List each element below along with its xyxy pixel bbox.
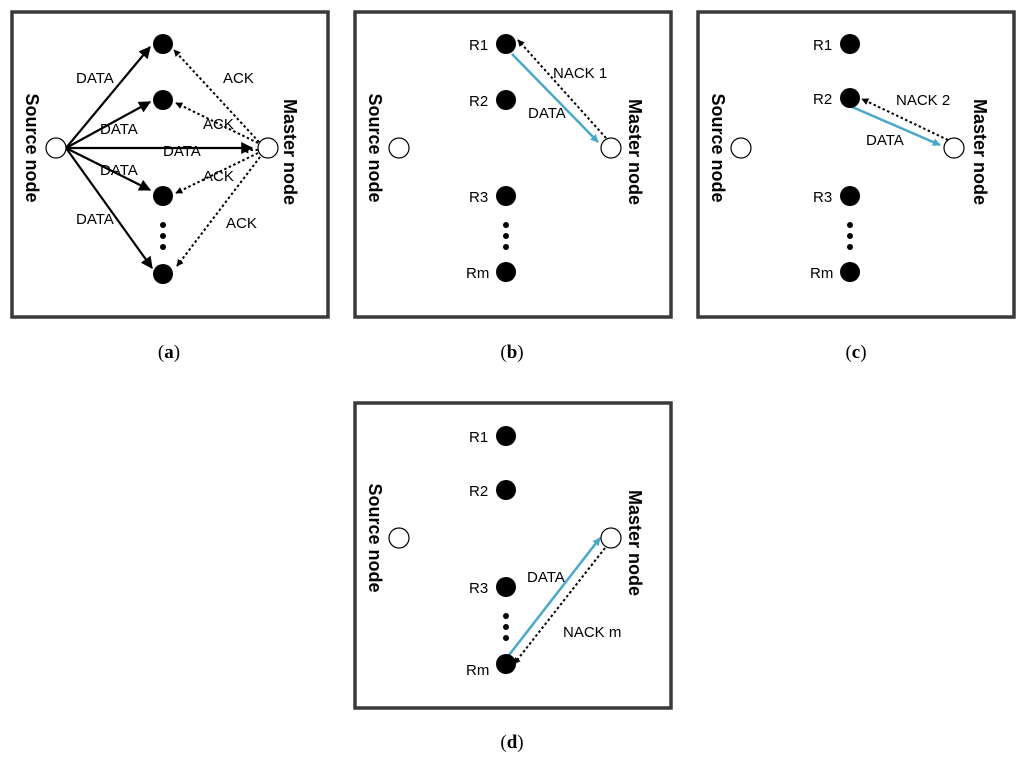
ellipsis-dot (503, 222, 509, 228)
master-node (600, 527, 622, 549)
ellipsis-dot (847, 233, 853, 239)
source-node (388, 137, 410, 159)
master-node-label: Master node (970, 99, 990, 205)
ack-arrow (175, 102, 259, 144)
data-label: DATA (100, 162, 138, 179)
nack-label: NACK 1 (553, 65, 607, 82)
ack-label: ACK (203, 116, 234, 133)
ellipsis-dot (503, 233, 509, 239)
master-node-label: Master node (625, 99, 645, 205)
node-label-r3: R3 (469, 189, 488, 206)
data-label: DATA (163, 143, 201, 160)
source-node (730, 137, 752, 159)
node-label-r3: R3 (813, 189, 832, 206)
relay-node-r2 (496, 90, 516, 110)
data-arrow-cyan (508, 537, 601, 656)
nack-label: NACK 2 (896, 92, 950, 109)
data-label: DATA (76, 211, 114, 228)
panel-a: Source node Master node DATA DATA DATA D… (10, 10, 330, 319)
relay-node-rm (496, 654, 516, 674)
ellipsis-dot (503, 635, 509, 641)
data-arrow (65, 101, 152, 149)
nack-arrow (861, 98, 949, 141)
master-node-label: Master node (625, 490, 645, 596)
ellipsis-dot (847, 222, 853, 228)
data-label: DATA (866, 132, 904, 149)
master-node (600, 137, 622, 159)
relay-node (153, 90, 173, 110)
relay-node-r2 (496, 480, 516, 500)
node-label-r3: R3 (469, 580, 488, 597)
node-label-r1: R1 (469, 37, 488, 54)
source-node (388, 527, 410, 549)
ellipsis-dot (160, 222, 166, 228)
relay-node (153, 264, 173, 284)
ellipsis-dot (847, 244, 853, 250)
node-label-r2: R2 (469, 483, 488, 500)
master-node (943, 137, 965, 159)
nack-arrow (517, 39, 607, 139)
source-node-label: Source node (708, 93, 728, 202)
master-node-label: Master node (280, 99, 300, 205)
node-label-r1: R1 (813, 37, 832, 54)
source-node (45, 137, 67, 159)
data-label: DATA (528, 105, 566, 122)
panel-b: Source node Master node R1 R2 R3 Rm NACK… (353, 10, 673, 319)
ack-label: ACK (223, 70, 254, 87)
caption-c: (c) (845, 342, 866, 363)
data-arrow-cyan (511, 53, 599, 143)
panel-a-frame (10, 10, 330, 319)
node-label-r1: R1 (469, 429, 488, 446)
source-node-label: Source node (365, 93, 385, 202)
ack-arrow (175, 152, 259, 194)
master-node (257, 137, 279, 159)
caption-a: (a) (158, 342, 180, 363)
caption-d: (d) (500, 732, 523, 753)
relay-node-rm (840, 262, 860, 282)
node-label-r2: R2 (813, 91, 832, 108)
ellipsis-dot (503, 244, 509, 250)
nack-label: NACK m (563, 624, 621, 641)
relay-node-r3 (840, 186, 860, 206)
relay-node-r3 (496, 186, 516, 206)
relay-node-r1 (496, 34, 516, 54)
ellipsis-dot (503, 613, 509, 619)
data-label: DATA (76, 70, 114, 87)
ellipsis-dot (503, 624, 509, 630)
relay-node-r1 (840, 34, 860, 54)
ellipsis-dot (160, 233, 166, 239)
data-arrow (65, 46, 151, 149)
relay-node-r3 (496, 577, 516, 597)
relay-node (153, 186, 173, 206)
data-label: DATA (100, 121, 138, 138)
ack-arrow (173, 49, 260, 143)
relay-node (153, 34, 173, 54)
caption-b: (b) (500, 342, 523, 363)
ack-label: ACK (226, 215, 257, 232)
node-label-rm: Rm (810, 265, 833, 282)
relay-node-r1 (496, 426, 516, 446)
data-arrow-cyan (849, 104, 941, 147)
source-node-label: Source node (22, 93, 42, 202)
source-node-label: Source node (365, 483, 385, 592)
data-arrow (65, 147, 153, 269)
data-label: DATA (527, 569, 565, 586)
ack-label: ACK (203, 168, 234, 185)
node-label-rm: Rm (466, 662, 489, 679)
panel-c: Source node Master node R1 R2 R3 Rm NACK… (696, 10, 1016, 319)
node-label-r2: R2 (469, 93, 488, 110)
data-arrow (65, 147, 152, 191)
relay-node-rm (496, 262, 516, 282)
ellipsis-dot (160, 244, 166, 250)
relay-node-r2 (840, 88, 860, 108)
node-label-rm: Rm (466, 265, 489, 282)
panel-d: Source node Master node R1 R2 R3 Rm DATA… (353, 401, 673, 710)
